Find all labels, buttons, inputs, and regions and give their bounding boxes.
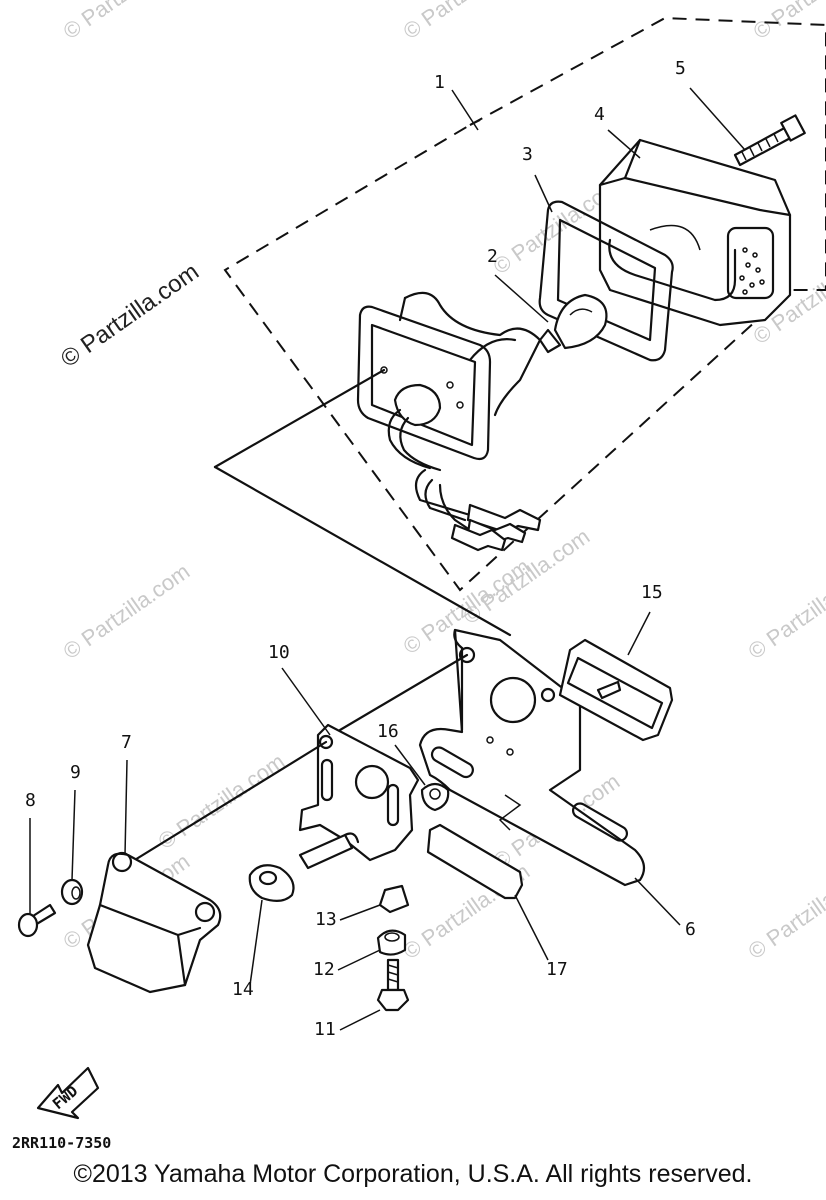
watermark-main: © Partzilla.com — [56, 258, 204, 373]
callout-number-12: 12 — [313, 959, 335, 980]
bolt — [17, 903, 57, 938]
callout-number-15: 15 — [641, 582, 663, 603]
watermark-tile: © Partzilla.com — [744, 859, 826, 965]
callout-number-9: 9 — [70, 762, 81, 783]
callout-number-1: 1 — [434, 72, 445, 93]
callout-number-14: 14 — [232, 979, 254, 1000]
callout-number-8: 8 — [25, 790, 36, 811]
wire-leads — [414, 468, 542, 552]
fwd-arrow: FWD — [36, 1066, 100, 1120]
callout-number-4: 4 — [594, 104, 605, 125]
assembly-leader-lines — [213, 368, 512, 637]
callout-number-10: 10 — [268, 642, 290, 663]
callout-number-11: 11 — [314, 1019, 336, 1040]
callout-number-2: 2 — [487, 246, 498, 267]
flange-nut — [420, 782, 450, 812]
bracket-leader-lines — [123, 653, 469, 868]
lens-cover — [598, 138, 792, 327]
watermark-tile: © Partzilla.com — [59, 0, 195, 44]
callout-number-17: 17 — [546, 959, 568, 980]
taillight-assembly-outline — [223, 16, 826, 592]
callout-number-6: 6 — [685, 919, 696, 940]
lamp-housing — [86, 851, 222, 994]
collar — [378, 884, 410, 914]
watermark-tile: © Partzilla.com — [59, 559, 195, 665]
copyright-notice: ©2013 Yamaha Motor Corporation, U.S.A. A… — [73, 1160, 753, 1188]
rear-reflector — [558, 638, 674, 742]
license-bracket — [418, 628, 646, 887]
callout-number-3: 3 — [522, 144, 533, 165]
diagram-code: 2RR110-7350 — [12, 1134, 111, 1152]
inner-bracket — [298, 723, 420, 870]
bulb — [538, 293, 608, 354]
grommet — [60, 878, 84, 906]
watermark-tile: © Partzilla.com — [749, 0, 826, 44]
callout-number-16: 16 — [377, 721, 399, 742]
callout-number-7: 7 — [121, 732, 132, 753]
mount-bolt — [376, 958, 410, 1012]
callout-number-13: 13 — [315, 909, 337, 930]
callout-leaders — [29, 87, 746, 1031]
watermark-tile: © Partzilla.com — [399, 0, 535, 44]
callout-number-5: 5 — [675, 58, 686, 79]
lens-screw — [733, 114, 806, 167]
lens-gasket — [538, 200, 674, 362]
watermark-tile: © Partzilla.com — [154, 749, 290, 855]
plate-pad — [426, 823, 524, 900]
damper — [248, 864, 295, 902]
watermark-layer: © Partzilla.com © Partzilla.com © Partzill… — [59, 0, 826, 964]
nut — [376, 929, 407, 956]
taillight-base — [356, 291, 542, 472]
watermark-tile: © Partzilla.com — [744, 559, 826, 665]
